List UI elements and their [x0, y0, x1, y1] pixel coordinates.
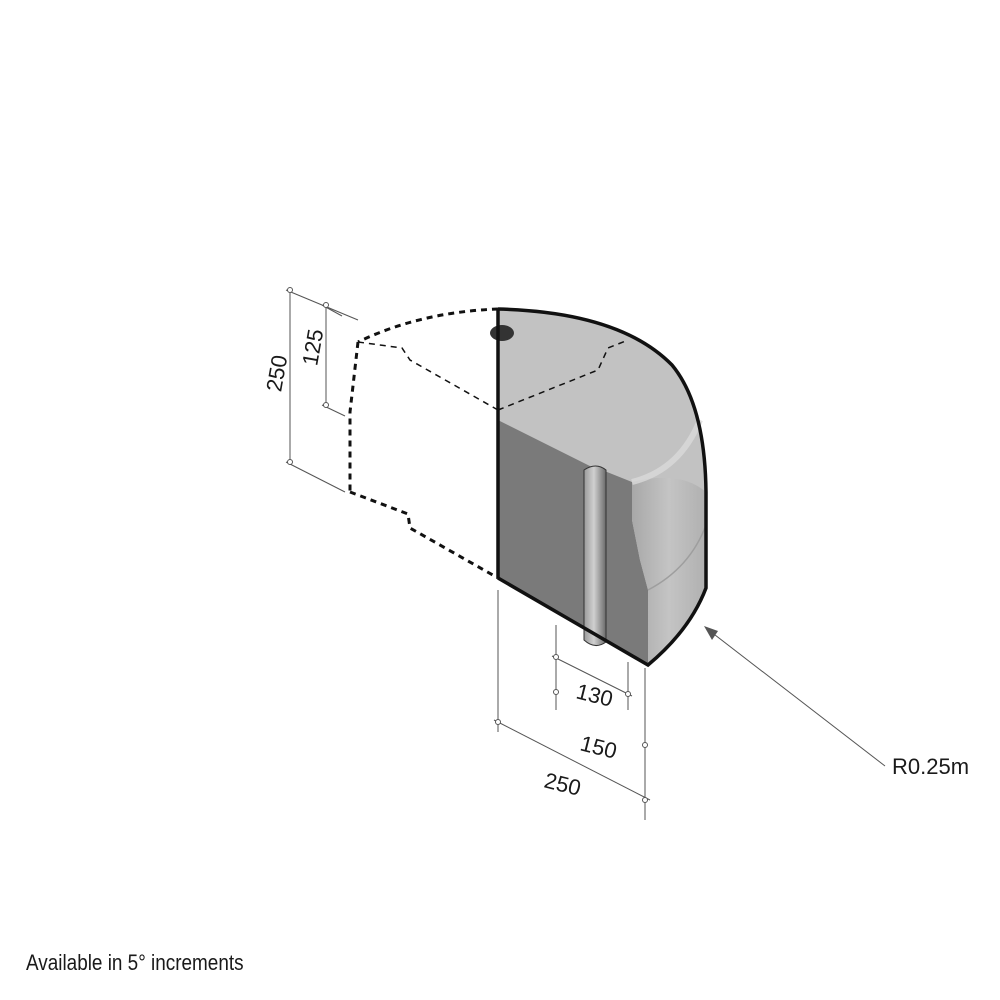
dim-width-250: 250 [542, 768, 584, 801]
pipe-channel [583, 465, 607, 646]
dimension-ticks [287, 287, 648, 803]
radius-arrow-icon [704, 626, 718, 640]
dashed-outline [348, 307, 499, 580]
dim-radius: R0.25m [892, 754, 969, 779]
top-hole-icon [490, 325, 514, 341]
dim-width-130: 130 [574, 679, 616, 712]
increments-note: Available in 5° increments [26, 950, 244, 975]
dim-height-250: 250 [261, 353, 292, 394]
dim-height-125: 125 [297, 327, 328, 368]
side-face-seam [647, 524, 707, 591]
top-face [498, 309, 706, 492]
front-face [498, 420, 648, 665]
top-edge-fillet [631, 418, 703, 485]
solid-outline [496, 307, 708, 668]
side-face [632, 477, 706, 665]
dashed-inner [357, 339, 629, 411]
dim-width-150: 150 [578, 731, 620, 764]
